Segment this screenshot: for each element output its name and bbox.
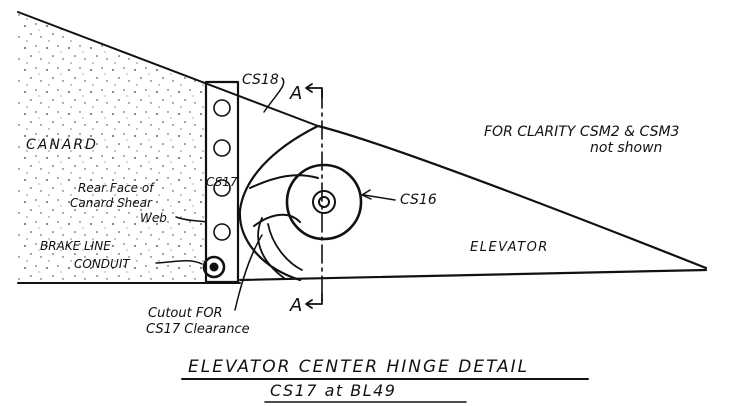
- cutout-label-line-2: CS17 Clearance: [146, 322, 250, 337]
- brake-line-leader: [155, 260, 203, 265]
- section-arrow-top: [305, 83, 323, 99]
- section-a-bottom-label: A: [289, 295, 302, 316]
- shear-web: [204, 80, 240, 284]
- brake-line-conduit-inner: [209, 262, 219, 272]
- hinge-bushing-inner: [318, 196, 330, 208]
- web-hole: [213, 99, 231, 117]
- brake-line-label-line-2: CONDUIT: [74, 257, 131, 271]
- cutout-leader: [234, 234, 263, 311]
- cs16-hinge-disc: [285, 163, 363, 241]
- cs16-leader-head: [361, 189, 372, 200]
- cs16-label: CS16: [400, 192, 437, 208]
- cs16-leader: [363, 194, 396, 201]
- elevator-upper-surface: [316, 124, 708, 270]
- hinge-bushing-outer: [312, 190, 336, 214]
- brake-line-conduit-outer: [202, 255, 226, 279]
- cs18-leader: [263, 77, 285, 113]
- cs18-label: CS18: [242, 72, 279, 88]
- elevator-label: ELEVATOR: [470, 240, 549, 255]
- cs17-label: CS17: [206, 175, 238, 189]
- cs17-horn-inner: [249, 174, 319, 227]
- elevator-lower-surface: [238, 268, 708, 282]
- drawing-title: ELEVATOR CENTER HINGE DETAIL: [188, 357, 529, 377]
- clarity-note-line-1: FOR CLARITY CSM2 & CSM3: [484, 124, 679, 140]
- clarity-note-line-2: not shown: [590, 140, 662, 156]
- web-hole: [213, 179, 231, 197]
- rear-face-label-line-2: Canard Shear: [70, 196, 153, 210]
- canard-label: CANARD: [26, 137, 98, 153]
- web-hole: [213, 223, 231, 241]
- section-a-top-label: A: [289, 83, 302, 104]
- section-arrow-bottom: [305, 293, 323, 309]
- rear-face-label-line-1: Rear Face of: [78, 181, 155, 195]
- drawing-subtitle: CS17 at BL49: [270, 381, 396, 400]
- rear-face-label-line-3: Web: [140, 211, 167, 225]
- canard-section: [18, 12, 206, 283]
- cutout-clearance: [257, 217, 303, 279]
- cutout-label-line-1: Cutout FOR: [148, 306, 223, 321]
- rear-face-leader: [175, 216, 207, 223]
- web-hole: [213, 139, 231, 157]
- brake-line-label-line-1: BRAKE LINE: [40, 239, 111, 253]
